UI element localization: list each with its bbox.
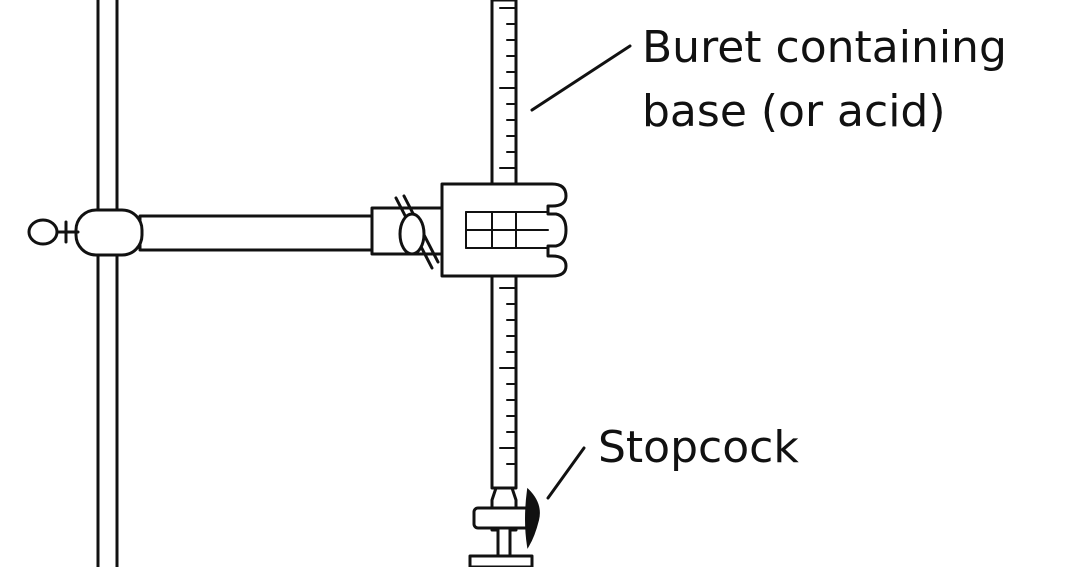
clamp-arm <box>138 214 378 252</box>
label-buret-line2: base (or acid) <box>642 86 946 137</box>
clamp-screw <box>370 194 446 270</box>
stopcock <box>468 486 540 567</box>
buret-clamp <box>440 182 568 278</box>
buret-lower <box>490 274 518 490</box>
buret-graduations-lower <box>499 287 517 465</box>
leader-line-buret <box>530 44 632 112</box>
buret-upper <box>490 0 518 190</box>
label-buret-line1: Buret containing <box>642 22 1007 73</box>
label-stopcock: Stopcock <box>598 422 799 473</box>
leader-line-stopcock <box>546 446 586 500</box>
buret-graduations-upper <box>499 7 517 169</box>
boss-head <box>27 208 144 257</box>
ring-stand-rod <box>96 0 119 567</box>
